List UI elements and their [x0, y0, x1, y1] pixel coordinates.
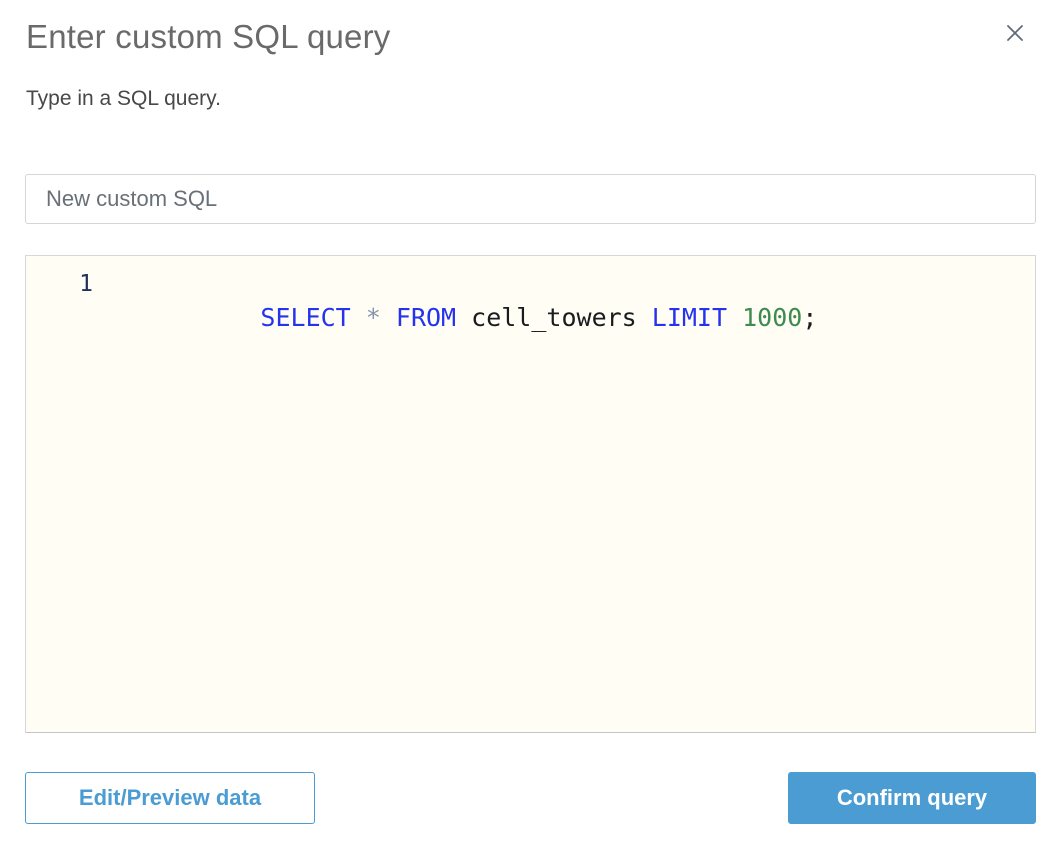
page-title: Enter custom SQL query	[26, 18, 391, 55]
dialog-subtitle: Type in a SQL query.	[26, 87, 221, 110]
sql-token-limit-value: 1000	[742, 303, 803, 332]
sql-token-from: FROM	[395, 303, 472, 332]
code-text[interactable]: SELECT * FROM cell_towers LIMIT 1000;	[118, 267, 1035, 369]
confirm-query-button[interactable]: Confirm query	[788, 772, 1036, 824]
line-number: 1	[79, 271, 93, 297]
sql-editor[interactable]: 1 SELECT * FROM cell_towers LIMIT 1000;	[25, 255, 1036, 733]
sql-token-semicolon: ;	[802, 303, 818, 332]
sql-token-table-name: cell_towers	[471, 303, 652, 332]
edit-preview-data-button[interactable]: Edit/Preview data	[25, 772, 315, 824]
sql-token-star: *	[365, 303, 396, 332]
close-button[interactable]	[1000, 18, 1030, 48]
sql-token-limit: LIMIT	[651, 303, 743, 332]
sql-token-select: SELECT	[260, 303, 366, 332]
query-name-input[interactable]	[25, 174, 1036, 224]
code-line: 1 SELECT * FROM cell_towers LIMIT 1000;	[26, 256, 1035, 369]
close-icon	[1007, 25, 1023, 41]
